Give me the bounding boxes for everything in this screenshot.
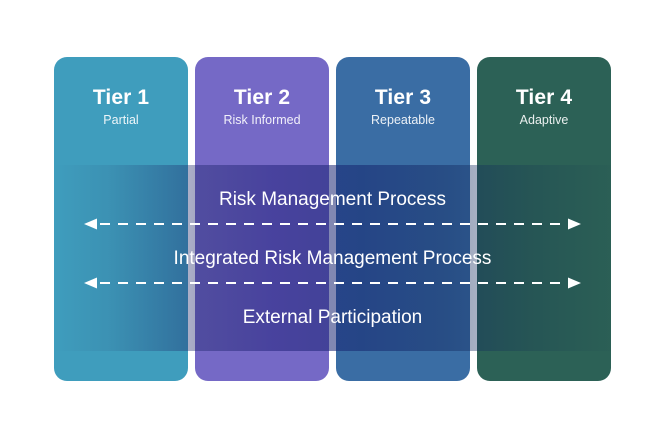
tier-2-title: Tier 2 <box>233 86 291 109</box>
tier-2-descriptor: Risk Informed <box>223 113 301 127</box>
tier-3-heading: Tier 3 Repeatable <box>336 85 470 129</box>
tier-2-heading: Tier 2 Risk Informed <box>195 85 329 129</box>
tier-4-descriptor: Adaptive <box>519 113 569 127</box>
tier-4-heading: Tier 4 Adaptive <box>477 85 611 129</box>
tier-1-descriptor: Partial <box>103 113 139 127</box>
tier-column-4[interactable]: Tier 4 Adaptive <box>477 57 611 381</box>
tier-4-title: Tier 4 <box>515 86 573 109</box>
tier-columns: Tier 1 Partial Tier 2 Risk Informed Tier… <box>54 57 611 381</box>
tier-column-2[interactable]: Tier 2 Risk Informed <box>195 57 329 381</box>
tier-3-descriptor: Repeatable <box>371 113 435 127</box>
tier-1-title: Tier 1 <box>92 86 150 109</box>
tier-3-title: Tier 3 <box>374 86 432 109</box>
tier-1-heading: Tier 1 Partial <box>54 85 188 129</box>
tier-column-1[interactable]: Tier 1 Partial <box>54 57 188 381</box>
tier-column-3[interactable]: Tier 3 Repeatable <box>336 57 470 381</box>
